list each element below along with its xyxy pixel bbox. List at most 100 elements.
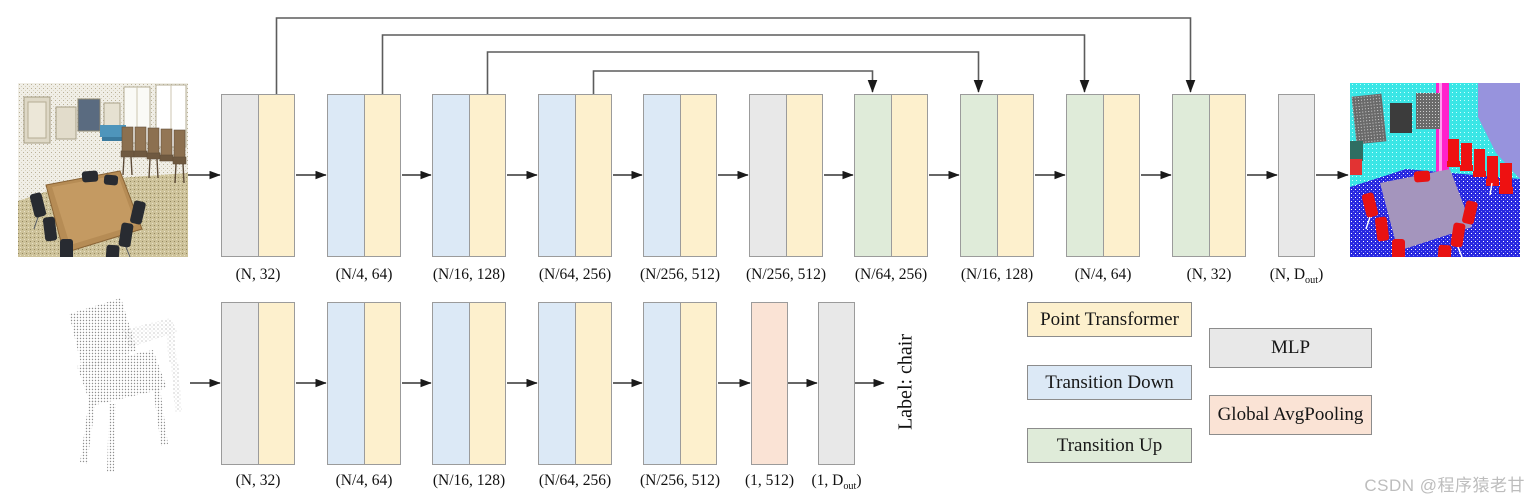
mlp-column	[221, 94, 259, 257]
point-transformer-column	[785, 94, 823, 257]
cls-block-2	[327, 302, 401, 465]
seg-shape-label-8: (N/16, 128)	[961, 266, 1033, 286]
point-transformer-column	[363, 94, 401, 257]
cls-block-4	[538, 302, 612, 465]
transition-down-column	[327, 302, 365, 465]
point-transformer-column	[890, 94, 928, 257]
transition-up-column	[854, 94, 892, 257]
legend-global-avgpooling: Global AvgPooling	[1209, 395, 1372, 435]
seg-block-8	[960, 94, 1034, 257]
shape-label-pre: (N, 32)	[1186, 266, 1232, 283]
mlp-column	[221, 302, 259, 465]
shape-label-pre: (N/256, 512)	[639, 266, 721, 283]
cls-block-3	[432, 302, 506, 465]
legend-label: Transition Up	[1056, 434, 1163, 456]
seg-block-7	[854, 94, 928, 257]
cls-shape-label-6: (1, 512)	[745, 472, 794, 492]
global-avgpooling-column	[751, 302, 788, 465]
cls-shape-label-3: (N/16, 128)	[433, 472, 505, 492]
shape-label-pre: (N, D	[1269, 266, 1306, 283]
shape-label-pre: (N/256, 512)	[745, 266, 827, 283]
cls-shape-label-1: (N, 32)	[236, 472, 281, 492]
transition-down-column	[432, 302, 470, 465]
legend-label: MLP	[1270, 337, 1311, 358]
point-transformer-column	[257, 94, 295, 257]
shape-label-pre: (N/16, 128)	[960, 266, 1034, 283]
cls-block-7	[818, 302, 855, 465]
seg-shape-label-10: (N, 32)	[1187, 266, 1232, 286]
legend-label: Transition Down	[1045, 371, 1174, 393]
seg-shape-label-4: (N/64, 256)	[539, 266, 611, 286]
point-transformer-column	[574, 94, 612, 257]
shape-label-sub: out	[1305, 275, 1319, 287]
seg-shape-label-9: (N/4, 64)	[1075, 266, 1132, 286]
input-chair-pointcloud-image	[69, 298, 182, 472]
point-transformer-column	[1102, 94, 1140, 257]
seg-block-2	[327, 94, 401, 257]
shape-label-pre: (1, D	[811, 472, 844, 489]
shape-label-post: )	[1318, 266, 1324, 283]
point-transformer-column	[468, 302, 506, 465]
point-transformer-column	[574, 302, 612, 465]
cls-shape-label-4: (N/64, 256)	[539, 472, 611, 492]
skip-connection	[381, 34, 1090, 94]
transition-down-column	[327, 94, 365, 257]
legend-label: Global AvgPooling	[1217, 404, 1364, 425]
transition-up-column	[960, 94, 998, 257]
shape-label-pre: (N, 32)	[235, 266, 281, 283]
transition-down-column	[538, 94, 576, 257]
skip-connection	[275, 17, 1196, 94]
seg-block-3	[432, 94, 506, 257]
seg-shape-label-6: (N/256, 512)	[746, 266, 826, 286]
seg-shape-label-11: (N, Dout)	[1270, 266, 1324, 286]
mlp-column	[749, 94, 787, 257]
shape-label-pre: (N/256, 512)	[639, 472, 721, 489]
point-transformer-column	[679, 94, 717, 257]
point-transformer-column	[1208, 94, 1246, 257]
transition-up-column	[1066, 94, 1104, 257]
point-transformer-column	[679, 302, 717, 465]
cls-shape-label-2: (N/4, 64)	[336, 472, 393, 492]
skip-connection	[592, 70, 878, 94]
cls-block-1	[221, 302, 295, 465]
transition-down-column	[643, 94, 681, 257]
seg-block-1	[221, 94, 295, 257]
seg-block-9	[1066, 94, 1140, 257]
seg-block-10	[1172, 94, 1246, 257]
skip-connection	[486, 51, 984, 94]
shape-label-pre: (1, 512)	[744, 472, 795, 489]
seg-shape-label-1: (N, 32)	[236, 266, 281, 286]
cls-shape-label-5: (N/256, 512)	[640, 472, 720, 492]
mlp-column	[818, 302, 855, 465]
point-transformer-column	[257, 302, 295, 465]
transition-down-column	[432, 94, 470, 257]
point-transformer-column	[468, 94, 506, 257]
legend-mlp: MLP	[1209, 328, 1372, 368]
shape-label-post: )	[856, 472, 862, 489]
shape-label-pre: (N/16, 128)	[432, 266, 506, 283]
seg-shape-label-2: (N/4, 64)	[336, 266, 393, 286]
watermark: CSDN @程序猿老甘	[1364, 476, 1525, 495]
seg-block-5	[643, 94, 717, 257]
transition-down-column	[538, 302, 576, 465]
point-transformer-column	[363, 302, 401, 465]
legend-transition-down: Transition Down	[1027, 365, 1192, 400]
point-transformer-column	[996, 94, 1034, 257]
shape-label-pre: (N/4, 64)	[1074, 266, 1132, 283]
legend-transition-up: Transition Up	[1027, 428, 1192, 463]
shape-label-sub: out	[843, 481, 857, 493]
seg-shape-label-7: (N/64, 256)	[855, 266, 927, 286]
shape-label-pre: (N/64, 256)	[538, 472, 612, 489]
input-room-pointcloud-image	[18, 83, 188, 257]
transition-down-column	[643, 302, 681, 465]
shape-label-pre: (N/16, 128)	[432, 472, 506, 489]
shape-label-pre: (N/64, 256)	[538, 266, 612, 283]
mlp-column	[1278, 94, 1315, 257]
segmentation-output-image	[1350, 83, 1520, 257]
shape-label-pre: (N/4, 64)	[335, 472, 393, 489]
seg-block-6	[749, 94, 823, 257]
legend-label: Point Transformer	[1040, 308, 1179, 330]
seg-block-4	[538, 94, 612, 257]
shape-label-pre: (N, 32)	[235, 472, 281, 489]
